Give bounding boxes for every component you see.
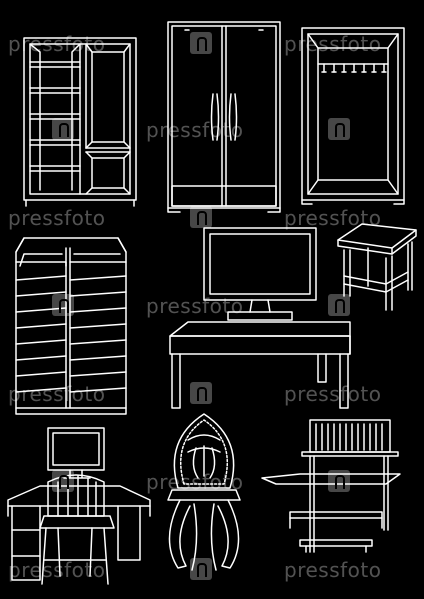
coat-rack-cabinet (301, 27, 405, 205)
monitor (203, 227, 317, 321)
ornate-chair (167, 413, 241, 571)
etagere (261, 419, 401, 553)
tall-shelf-unit (15, 237, 127, 415)
computer-desk (7, 427, 151, 585)
desk (169, 321, 351, 409)
bookshelf-cabinet (23, 37, 137, 207)
stool (337, 223, 417, 311)
wardrobe (167, 21, 281, 213)
